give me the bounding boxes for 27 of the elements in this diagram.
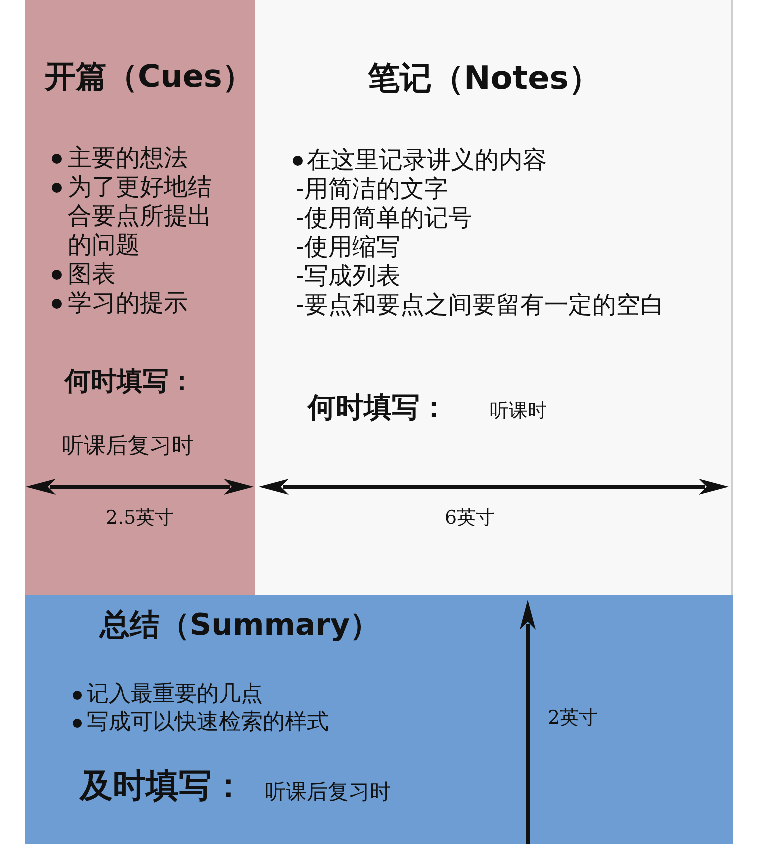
fill-time-heading: 何时填写： bbox=[308, 392, 448, 424]
notes-column bbox=[255, 0, 733, 595]
fill-time-text: 听课时 bbox=[490, 401, 547, 423]
section-heading: 开篇（Cues） bbox=[45, 60, 254, 96]
dash-item-text: -要点和要点之间要留有一定的空白 bbox=[296, 291, 665, 320]
cues-column bbox=[25, 0, 255, 595]
summary-band bbox=[25, 595, 733, 844]
fill-time-heading: 何时填写： bbox=[65, 368, 195, 398]
bullet-text: 主要的想法 bbox=[68, 144, 188, 173]
fill-time-heading: 及时填写： bbox=[80, 767, 245, 805]
bullet-text: 图表 bbox=[68, 260, 116, 289]
dimension-label: 6英寸 bbox=[445, 506, 496, 531]
bullet-text: 写成可以快速检索的样式 bbox=[87, 709, 329, 737]
bullet-text: 为了更好地结合要点所提出的问题 bbox=[68, 173, 213, 260]
dimension-label: 2英寸 bbox=[548, 706, 598, 731]
bullet-text: 记入最重要的几点 bbox=[87, 681, 263, 709]
bullet-text: 学习的提示 bbox=[68, 289, 188, 318]
dash-item-text: -用简洁的文字 bbox=[296, 175, 449, 204]
section-heading: 总结（Summary） bbox=[100, 609, 380, 644]
fill-time-text: 听课后复习时 bbox=[265, 780, 391, 804]
bullet-text: 在这里记录讲义的内容 bbox=[307, 146, 547, 175]
dash-item-text: -使用缩写 bbox=[296, 233, 401, 262]
dash-item-text: -写成列表 bbox=[296, 262, 401, 291]
fill-time-text: 听课后复习时 bbox=[62, 434, 194, 460]
section-heading: 笔记（Notes） bbox=[368, 60, 601, 97]
dash-item-text: -使用简单的记号 bbox=[296, 204, 473, 233]
dimension-label: 2.5英寸 bbox=[106, 506, 174, 531]
